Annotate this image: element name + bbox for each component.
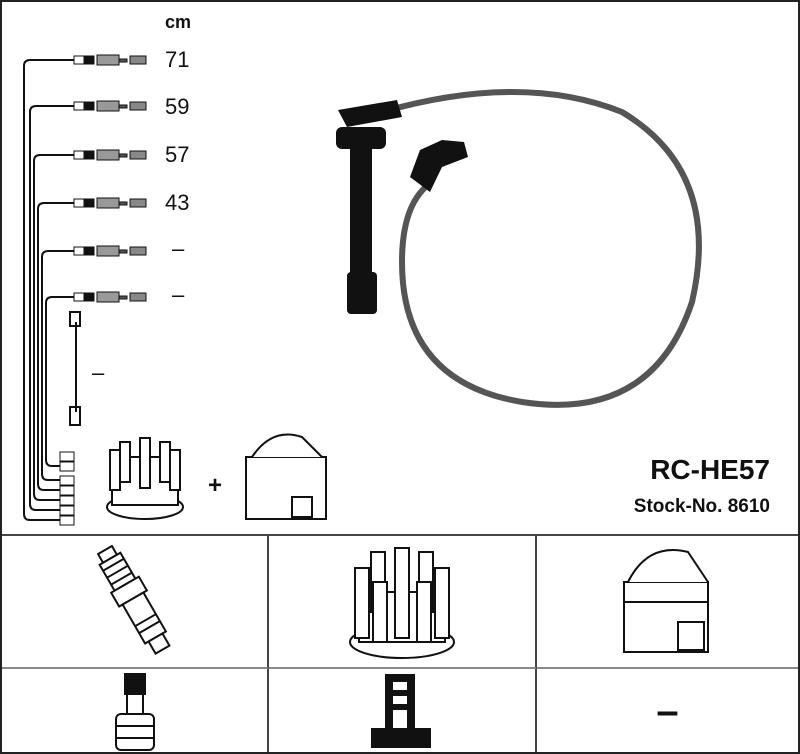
spark-plug-icon [96, 544, 171, 655]
coil-cable-length: – [92, 360, 105, 385]
distributor-cap-small-icon [106, 437, 184, 520]
cell-distributor-cap [269, 536, 537, 669]
cell-plug-terminal [2, 669, 269, 752]
ignition-coil-icon [622, 548, 709, 653]
plug-terminal-icon [114, 672, 155, 751]
ignition-coil-small-icon [245, 433, 327, 520]
coil-terminal-none: – [656, 689, 679, 733]
cell-ignition-coil [537, 536, 798, 669]
spark-plug-cable [336, 89, 702, 408]
cable-length-5: – [172, 236, 185, 261]
cable-set-illustration [23, 54, 702, 526]
cell-spark-plug [2, 536, 269, 669]
cable-connectors [59, 54, 147, 526]
plus-sign: + [208, 472, 223, 499]
cable-length-1: 71 [165, 47, 190, 72]
product-code: RC-HE57 [650, 454, 770, 485]
cap-terminal-icon [371, 673, 431, 748]
cell-coil-terminal: – [537, 669, 798, 752]
cable-length-3: 57 [165, 142, 190, 167]
stock-number: Stock-No. 8610 [633, 496, 770, 517]
unit-label: cm [165, 12, 192, 32]
cable-length-6: – [172, 282, 185, 307]
cable-lengths-schematic [23, 59, 81, 521]
cell-cap-terminal [269, 669, 537, 752]
cable-length-4: 43 [165, 190, 190, 215]
cable-length-2: 59 [165, 94, 190, 119]
components-grid: – [2, 534, 798, 752]
distributor-cap-icon [349, 546, 455, 659]
